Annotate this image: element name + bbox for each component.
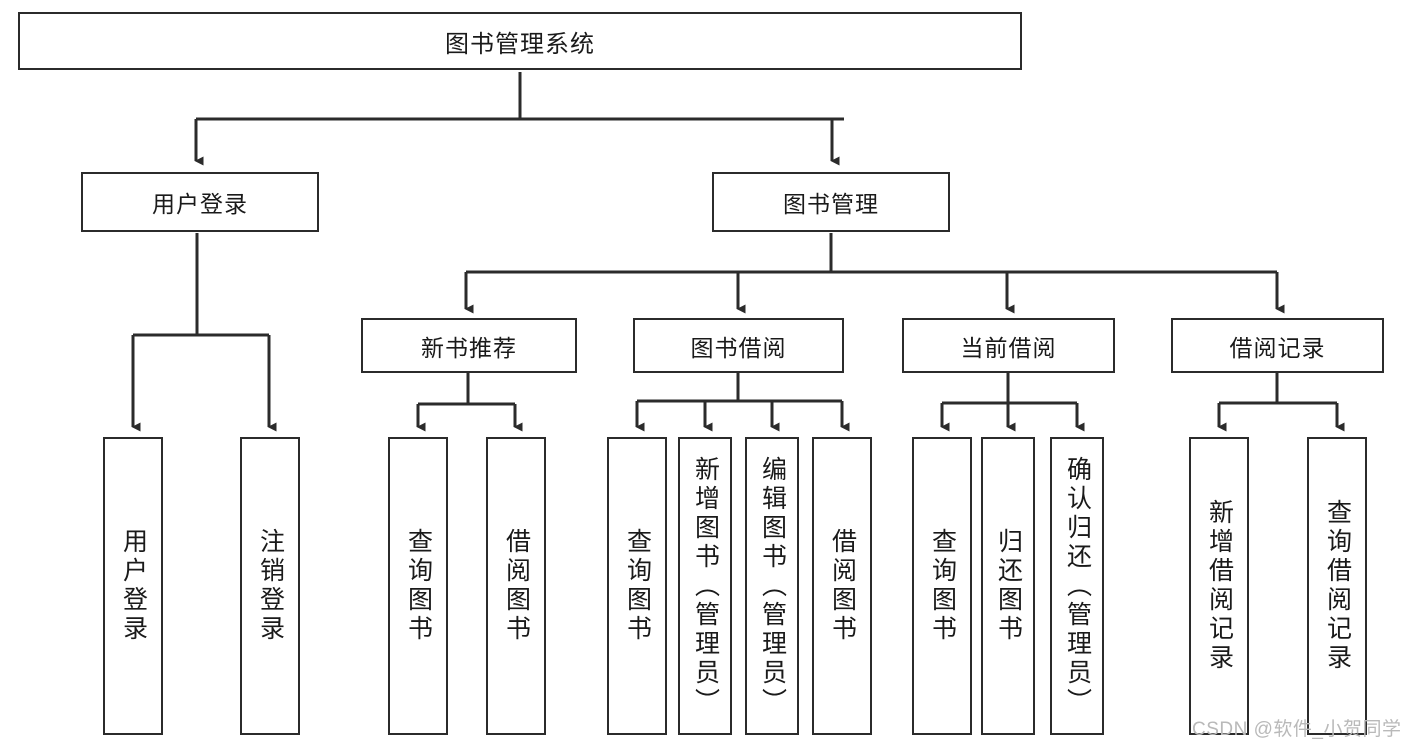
leaf-label: 确认归还（管理员） (1063, 455, 1092, 717)
node-label: 借阅记录 (1229, 334, 1326, 361)
node-new-book-recommend[interactable]: 新书推荐 (361, 318, 577, 373)
leaf-add-borrow-record[interactable]: 新增借阅记录 (1189, 437, 1249, 735)
leaf-borrow-book[interactable]: 借阅图书 (812, 437, 872, 735)
leaf-label: 借阅图书 (502, 528, 531, 644)
leaf-query-book-current[interactable]: 查询图书 (912, 437, 972, 735)
node-root-library-system[interactable]: 图书管理系统 (18, 12, 1022, 70)
leaf-label: 查询图书 (623, 528, 652, 644)
leaf-add-book-admin[interactable]: 新增图书（管理员） (678, 437, 732, 735)
node-user-login[interactable]: 用户登录 (81, 172, 319, 232)
node-label: 图书管理 (783, 191, 879, 217)
leaf-return-book[interactable]: 归还图书 (981, 437, 1035, 735)
leaf-query-book-borrow[interactable]: 查询图书 (607, 437, 667, 735)
leaf-query-borrow-record[interactable]: 查询借阅记录 (1307, 437, 1367, 735)
leaf-label: 查询借阅记录 (1323, 499, 1352, 673)
leaf-label: 编辑图书（管理员） (758, 455, 787, 717)
node-book-manage[interactable]: 图书管理 (712, 172, 950, 232)
node-label: 图书管理系统 (445, 30, 595, 58)
node-label: 新书推荐 (421, 334, 517, 361)
leaf-label: 用户登录 (119, 528, 148, 644)
leaf-label: 归还图书 (994, 528, 1023, 644)
node-label: 用户登录 (152, 191, 248, 217)
leaf-user-login[interactable]: 用户登录 (103, 437, 163, 735)
node-borrow-record[interactable]: 借阅记录 (1171, 318, 1384, 373)
leaf-confirm-return-admin[interactable]: 确认归还（管理员） (1050, 437, 1104, 735)
leaf-user-logout[interactable]: 注销登录 (240, 437, 300, 735)
leaf-label: 新增图书（管理员） (691, 455, 720, 717)
leaf-label: 注销登录 (256, 528, 285, 644)
leaf-edit-book-admin[interactable]: 编辑图书（管理员） (745, 437, 799, 735)
csdn-watermark: CSDN @软件_小贺同学 (1192, 719, 1402, 740)
node-current-borrow[interactable]: 当前借阅 (902, 318, 1115, 373)
leaf-label: 借阅图书 (828, 528, 857, 644)
node-label: 当前借阅 (960, 334, 1057, 361)
leaf-label: 查询图书 (928, 528, 957, 644)
node-label: 图书借阅 (690, 334, 787, 361)
leaf-label: 查询图书 (404, 528, 433, 644)
leaf-label: 新增借阅记录 (1205, 499, 1234, 673)
leaf-query-book-recommend[interactable]: 查询图书 (388, 437, 448, 735)
node-book-borrow[interactable]: 图书借阅 (633, 318, 844, 373)
leaf-borrow-book-recommend[interactable]: 借阅图书 (486, 437, 546, 735)
